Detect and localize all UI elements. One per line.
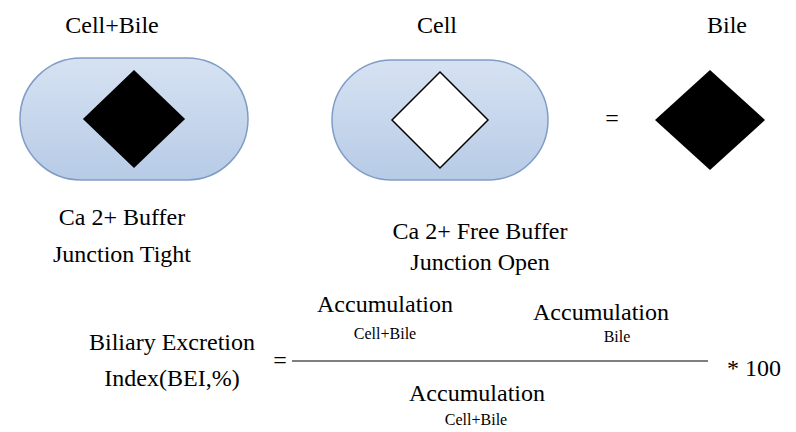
cell-shape	[8, 0, 268, 280]
bile-node: Bile	[640, 0, 790, 190]
fraction-bar	[292, 360, 708, 361]
node-caption: Ca 2+ Free Buffer Junction Open	[375, 216, 585, 278]
node-heading: Cell+Bile	[65, 11, 159, 39]
equation-label: =	[605, 104, 619, 132]
bile-diamond-symbol	[84, 71, 184, 167]
cell-node: Cell Ca 2+ Free Buffer Junction Open	[320, 0, 590, 280]
node-heading: Cell	[417, 11, 457, 39]
equation-label: =	[273, 346, 287, 374]
equation-label: Accumulation	[317, 290, 453, 318]
equation-label: Accumulation	[409, 379, 545, 407]
equation-label: * 100	[727, 354, 781, 382]
bile-diamond-shape	[655, 70, 765, 170]
node-caption: Ca 2+ Buffer Junction Tight	[27, 199, 217, 273]
equation-label: Biliary Excretion Index(BEI,%)	[72, 324, 272, 396]
subscript-label: Cell+Bile	[354, 325, 416, 343]
cell-node: Cell+Bile Ca 2+ Buffer Junction Tight	[8, 0, 268, 280]
equation-label: Accumulation	[533, 298, 669, 326]
bile-diamond-symbol	[392, 72, 488, 168]
node-heading: Bile	[707, 11, 747, 39]
cell-pill	[20, 58, 248, 180]
cell-pill	[332, 60, 548, 180]
subscript-label: Cell+Bile	[445, 411, 507, 429]
subscript-label: Bile	[604, 328, 631, 346]
